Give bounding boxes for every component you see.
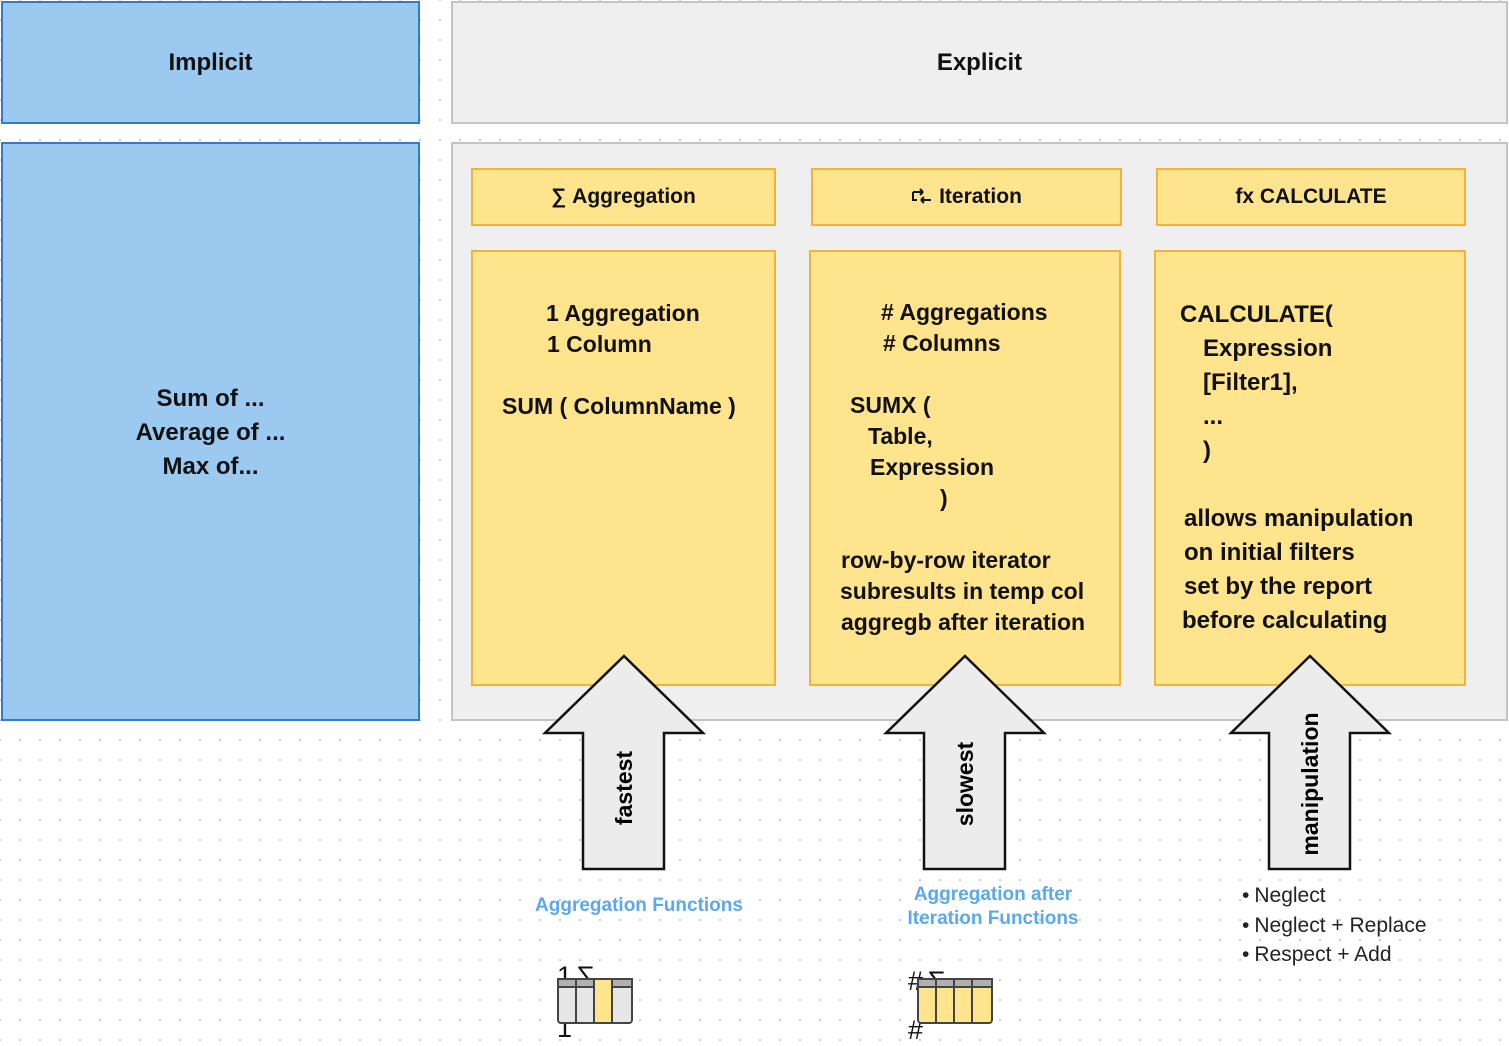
calculate-line-expression: Expression: [1203, 335, 1333, 362]
implicit-header-label: Implicit: [168, 48, 253, 76]
fastest-arrow-label: fastest: [611, 751, 637, 825]
implicit-line-max: Max of...: [162, 453, 259, 480]
bullet-neglect-replace: Neglect + Replace: [1242, 911, 1426, 941]
iteration-line-subresults: subresults in temp col: [840, 578, 1085, 604]
explicit-header-label: Explicit: [936, 48, 1023, 76]
implicit-body: Sum of ... Average of ... Max of...: [1, 142, 420, 721]
calculate-line-report: set by the report: [1184, 573, 1373, 600]
calculate-line-filter: [Filter1],: [1203, 369, 1298, 396]
aggregation-header: ∑ Aggregation: [471, 168, 776, 226]
calculate-line-open: CALCULATE(: [1180, 301, 1333, 328]
manipulation-arrow-label: manipulation: [1297, 712, 1323, 855]
aggregation-line-formula: SUM ( ColumnName ): [502, 393, 736, 419]
calculate-line-before: before calculating: [1182, 607, 1388, 634]
slowest-arrow-label: slowest: [952, 741, 978, 826]
iteration-line-aggregations: # Aggregations: [881, 299, 1048, 325]
calculate-line-allows: allows manipulation: [1184, 505, 1414, 532]
iteration-line-sumx: SUMX (: [850, 392, 931, 418]
implicit-header: Implicit: [1, 1, 420, 124]
iteration-line-columns: # Columns: [883, 330, 1001, 356]
iteration-line-aggregb: aggregb after iteration: [841, 609, 1086, 635]
table-column-icon: [557, 978, 633, 1024]
implicit-line-average: Average of ...: [135, 419, 286, 446]
iterate-icon: [911, 188, 933, 206]
calculate-line-initial: on initial filters: [1184, 539, 1355, 566]
aggregation-card: [471, 250, 776, 686]
calculate-line-ellipsis: ...: [1203, 403, 1224, 430]
slowest-arrow: slowest: [882, 654, 1048, 871]
implicit-body-text: Sum of ... Average of ... Max of...: [3, 382, 418, 484]
calculate-bullet-list: Neglect Neglect + Replace Respect + Add: [1242, 881, 1427, 970]
bullet-neglect: Neglect: [1242, 881, 1427, 911]
calculate-header: fx CALCULATE: [1156, 168, 1466, 226]
explicit-header: Explicit: [451, 1, 1508, 124]
slowest-arrow-shape: [882, 654, 1048, 871]
calculate-line-close: ): [1203, 437, 1211, 464]
calculate-card: [1154, 250, 1466, 686]
implicit-line-sum: Sum of ...: [156, 385, 265, 412]
iteration-title: Iteration: [939, 185, 1022, 208]
iteration-line-table: Table,: [868, 423, 933, 449]
bullet-respect-add: Respect + Add: [1242, 940, 1427, 970]
iteration-header: Iteration: [811, 168, 1122, 226]
aggregation-line-count: 1 Aggregation: [546, 300, 700, 326]
calculate-title: fx CALCULATE: [1235, 185, 1387, 208]
fastest-arrow-shape: [541, 654, 707, 871]
iteration-functions-note: Aggregation after Iteration Functions: [907, 884, 1079, 929]
aggregation-functions-note: Aggregation Functions: [535, 895, 743, 916]
manipulation-arrow: manipulation: [1227, 654, 1393, 871]
manipulation-arrow-shape: [1227, 654, 1393, 871]
iteration-line-expression: Expression: [870, 454, 994, 480]
sigma-icon: ∑: [551, 185, 567, 208]
table-columns-icon: [917, 978, 993, 1024]
iteration-line-close: ): [940, 485, 948, 511]
fastest-arrow: fastest: [541, 654, 707, 871]
aggregation-title: Aggregation: [572, 185, 696, 208]
aggregation-line-column: 1 Column: [547, 331, 652, 357]
iteration-line-rowbyrow: row-by-row iterator: [841, 547, 1051, 573]
